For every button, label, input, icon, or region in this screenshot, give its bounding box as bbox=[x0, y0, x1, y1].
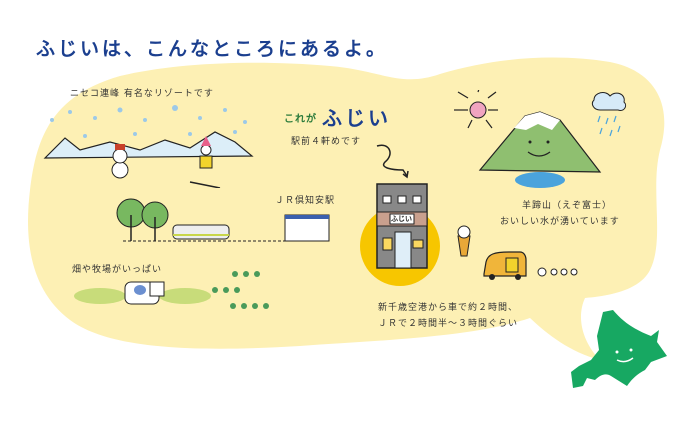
page-title: ふじいは、こんなところにあるよ。 bbox=[36, 38, 389, 60]
niseko-mountains-illustration bbox=[43, 105, 254, 188]
ekimae-label: 駅前４軒めです bbox=[291, 137, 362, 147]
yotei-label-line2: おいしい水が湧いています bbox=[500, 217, 620, 227]
train-station-illustration bbox=[116, 198, 330, 242]
mount-yotei-illustration bbox=[454, 90, 627, 188]
car-illustration bbox=[483, 251, 578, 280]
farm-illustration bbox=[74, 271, 269, 309]
fields-label: 畑や牧場がいっぱい bbox=[72, 265, 163, 275]
shop-sign: ふじい bbox=[391, 215, 412, 223]
yotei-label-line1: 羊蹄山（えぞ富士） bbox=[522, 201, 613, 211]
niseko-label: ニセコ連峰 有名なリゾートです bbox=[70, 89, 214, 99]
access-label-line1: 新千歳空港から車で約２時間、 bbox=[378, 303, 519, 313]
arrow-icon bbox=[376, 144, 409, 179]
access-label-line2: ＪＲで２時間半〜３時間ぐらい bbox=[378, 319, 519, 329]
fujii-label: ふじい bbox=[322, 106, 391, 130]
kore-ga-label: これが bbox=[284, 114, 317, 125]
jr-station-label: ＪＲ倶知安駅 bbox=[275, 196, 336, 206]
fujii-shop-illustration bbox=[360, 183, 471, 286]
hokkaido-map-icon bbox=[571, 310, 667, 388]
